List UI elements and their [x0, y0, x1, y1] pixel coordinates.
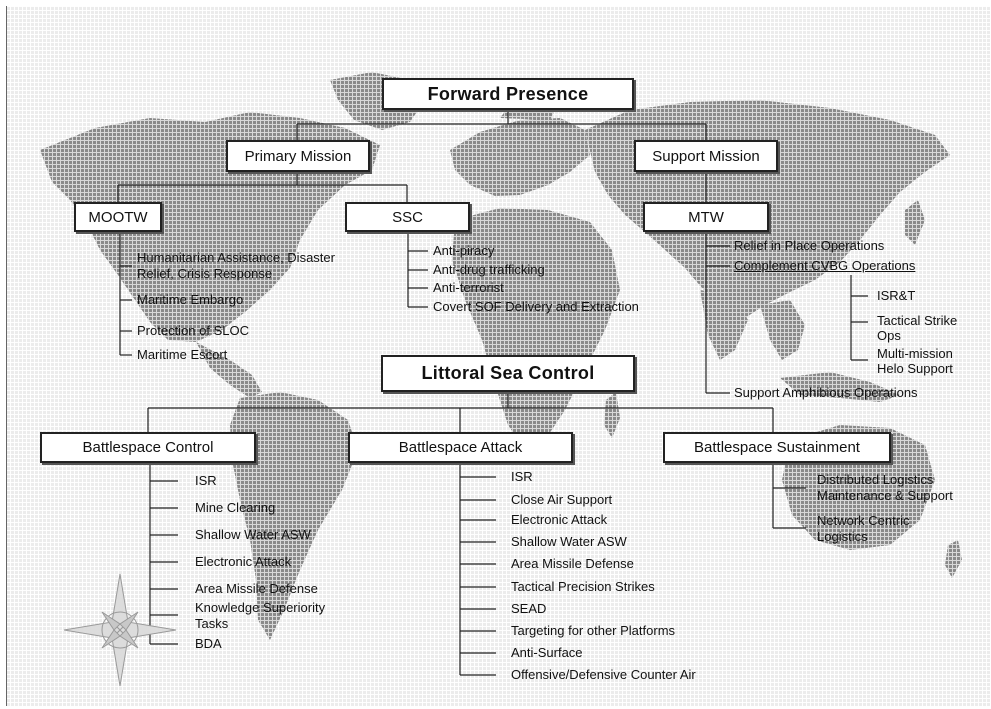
battlespace-attack-node: Battlespace Attack [348, 432, 573, 463]
battlespace-control-node: Battlespace Control [40, 432, 256, 463]
attack-item-electronic-attack: Electronic Attack [511, 512, 608, 527]
central-america-shape [196, 342, 262, 398]
littoral-sea-control-node: Littoral Sea Control [381, 355, 635, 392]
control-item-mine-clearing: Mine Clearing [195, 500, 276, 515]
control-item-bda: BDA [195, 636, 222, 651]
mtw-item-amphibious: Support Amphibious Operations [734, 385, 918, 400]
sustainment-item-maintenance: Maintenance & Support [817, 488, 953, 503]
control-item-shallow-water-asw: Shallow Water ASW [195, 527, 311, 542]
attack-item-isr: ISR [511, 469, 533, 484]
attack-item-targeting: Targeting for other Platforms [511, 623, 676, 638]
sustainment-item-network-centric: Network Centric [817, 513, 910, 528]
left-border [6, 6, 7, 706]
battlespace-sustainment-node: Battlespace Sustainment [663, 432, 891, 463]
attack-item-area-missile-defense: Area Missile Defense [511, 556, 634, 571]
attack-item-shallow-water-asw: Shallow Water ASW [511, 534, 627, 549]
cvbg-item-helo-support: Helo Support [877, 361, 953, 376]
attack-item-tactical-precision-strikes: Tactical Precision Strikes [511, 579, 655, 594]
europe-shape [450, 118, 590, 196]
ssc-node: SSC [345, 202, 470, 232]
control-item-knowledge-superiority: Knowledge Superiority [195, 600, 326, 615]
compass-rose-icon [63, 573, 177, 687]
mootw-item-embargo: Maritime Embargo [137, 292, 244, 307]
cvbg-item-ops: Ops [877, 328, 901, 343]
forward-presence-node: Forward Presence [382, 78, 634, 110]
indonesia-shape [780, 372, 900, 402]
cvbg-item-multi-mission: Multi-mission [877, 346, 953, 361]
mootw-item-sloc: Protection of SLOC [137, 323, 249, 338]
control-item-isr: ISR [195, 473, 217, 488]
japan-shape [905, 200, 925, 245]
mtw-item-relief-in-place: Relief in Place Operations [734, 238, 885, 253]
africa-shape [452, 208, 620, 450]
se-asia-shape [760, 300, 805, 360]
new-zealand-shape [945, 540, 962, 578]
attack-item-counter-air: Offensive/Defensive Counter Air [511, 667, 696, 682]
sustainment-item-distributed-logistics: Distributed Logistics [817, 472, 934, 487]
control-item-electronic-attack: Electronic Attack [195, 554, 292, 569]
mootw-item-humanitarian: Humanitarian Assistance, Disaster [137, 250, 335, 265]
control-item-tasks: Tasks [195, 616, 229, 631]
mtw-item-complement-cvbg: Complement CVBG Operations [734, 258, 916, 273]
attack-item-anti-surface: Anti-Surface [511, 645, 583, 660]
mtw-node: MTW [643, 202, 769, 232]
mootw-item-relief: Relief, Crisis Response [137, 266, 273, 281]
ssc-item-anti-drug: Anti-drug trafficking [433, 262, 545, 277]
india-shape [700, 290, 748, 360]
mootw-item-escort: Maritime Escort [137, 347, 228, 362]
control-item-area-missile-defense: Area Missile Defense [195, 581, 318, 596]
ssc-item-anti-terrorist: Anti-terrorist [433, 280, 504, 295]
madagascar-shape [604, 392, 620, 438]
mootw-node: MOOTW [74, 202, 162, 232]
attack-item-close-air-support: Close Air Support [511, 492, 613, 507]
cvbg-item-tactical-strike: Tactical Strike [877, 313, 958, 328]
sustainment-item-logistics: Logistics [817, 529, 868, 544]
south-america-shape [230, 392, 358, 640]
support-mission-node: Support Mission [634, 140, 778, 172]
primary-mission-node: Primary Mission [226, 140, 370, 172]
cvbg-item-isrt: ISR&T [877, 288, 916, 303]
attack-item-sead: SEAD [511, 601, 547, 616]
ssc-item-anti-piracy: Anti-piracy [433, 243, 495, 258]
ssc-item-covert-sof: Covert SOF Delivery and Extraction [433, 299, 639, 314]
